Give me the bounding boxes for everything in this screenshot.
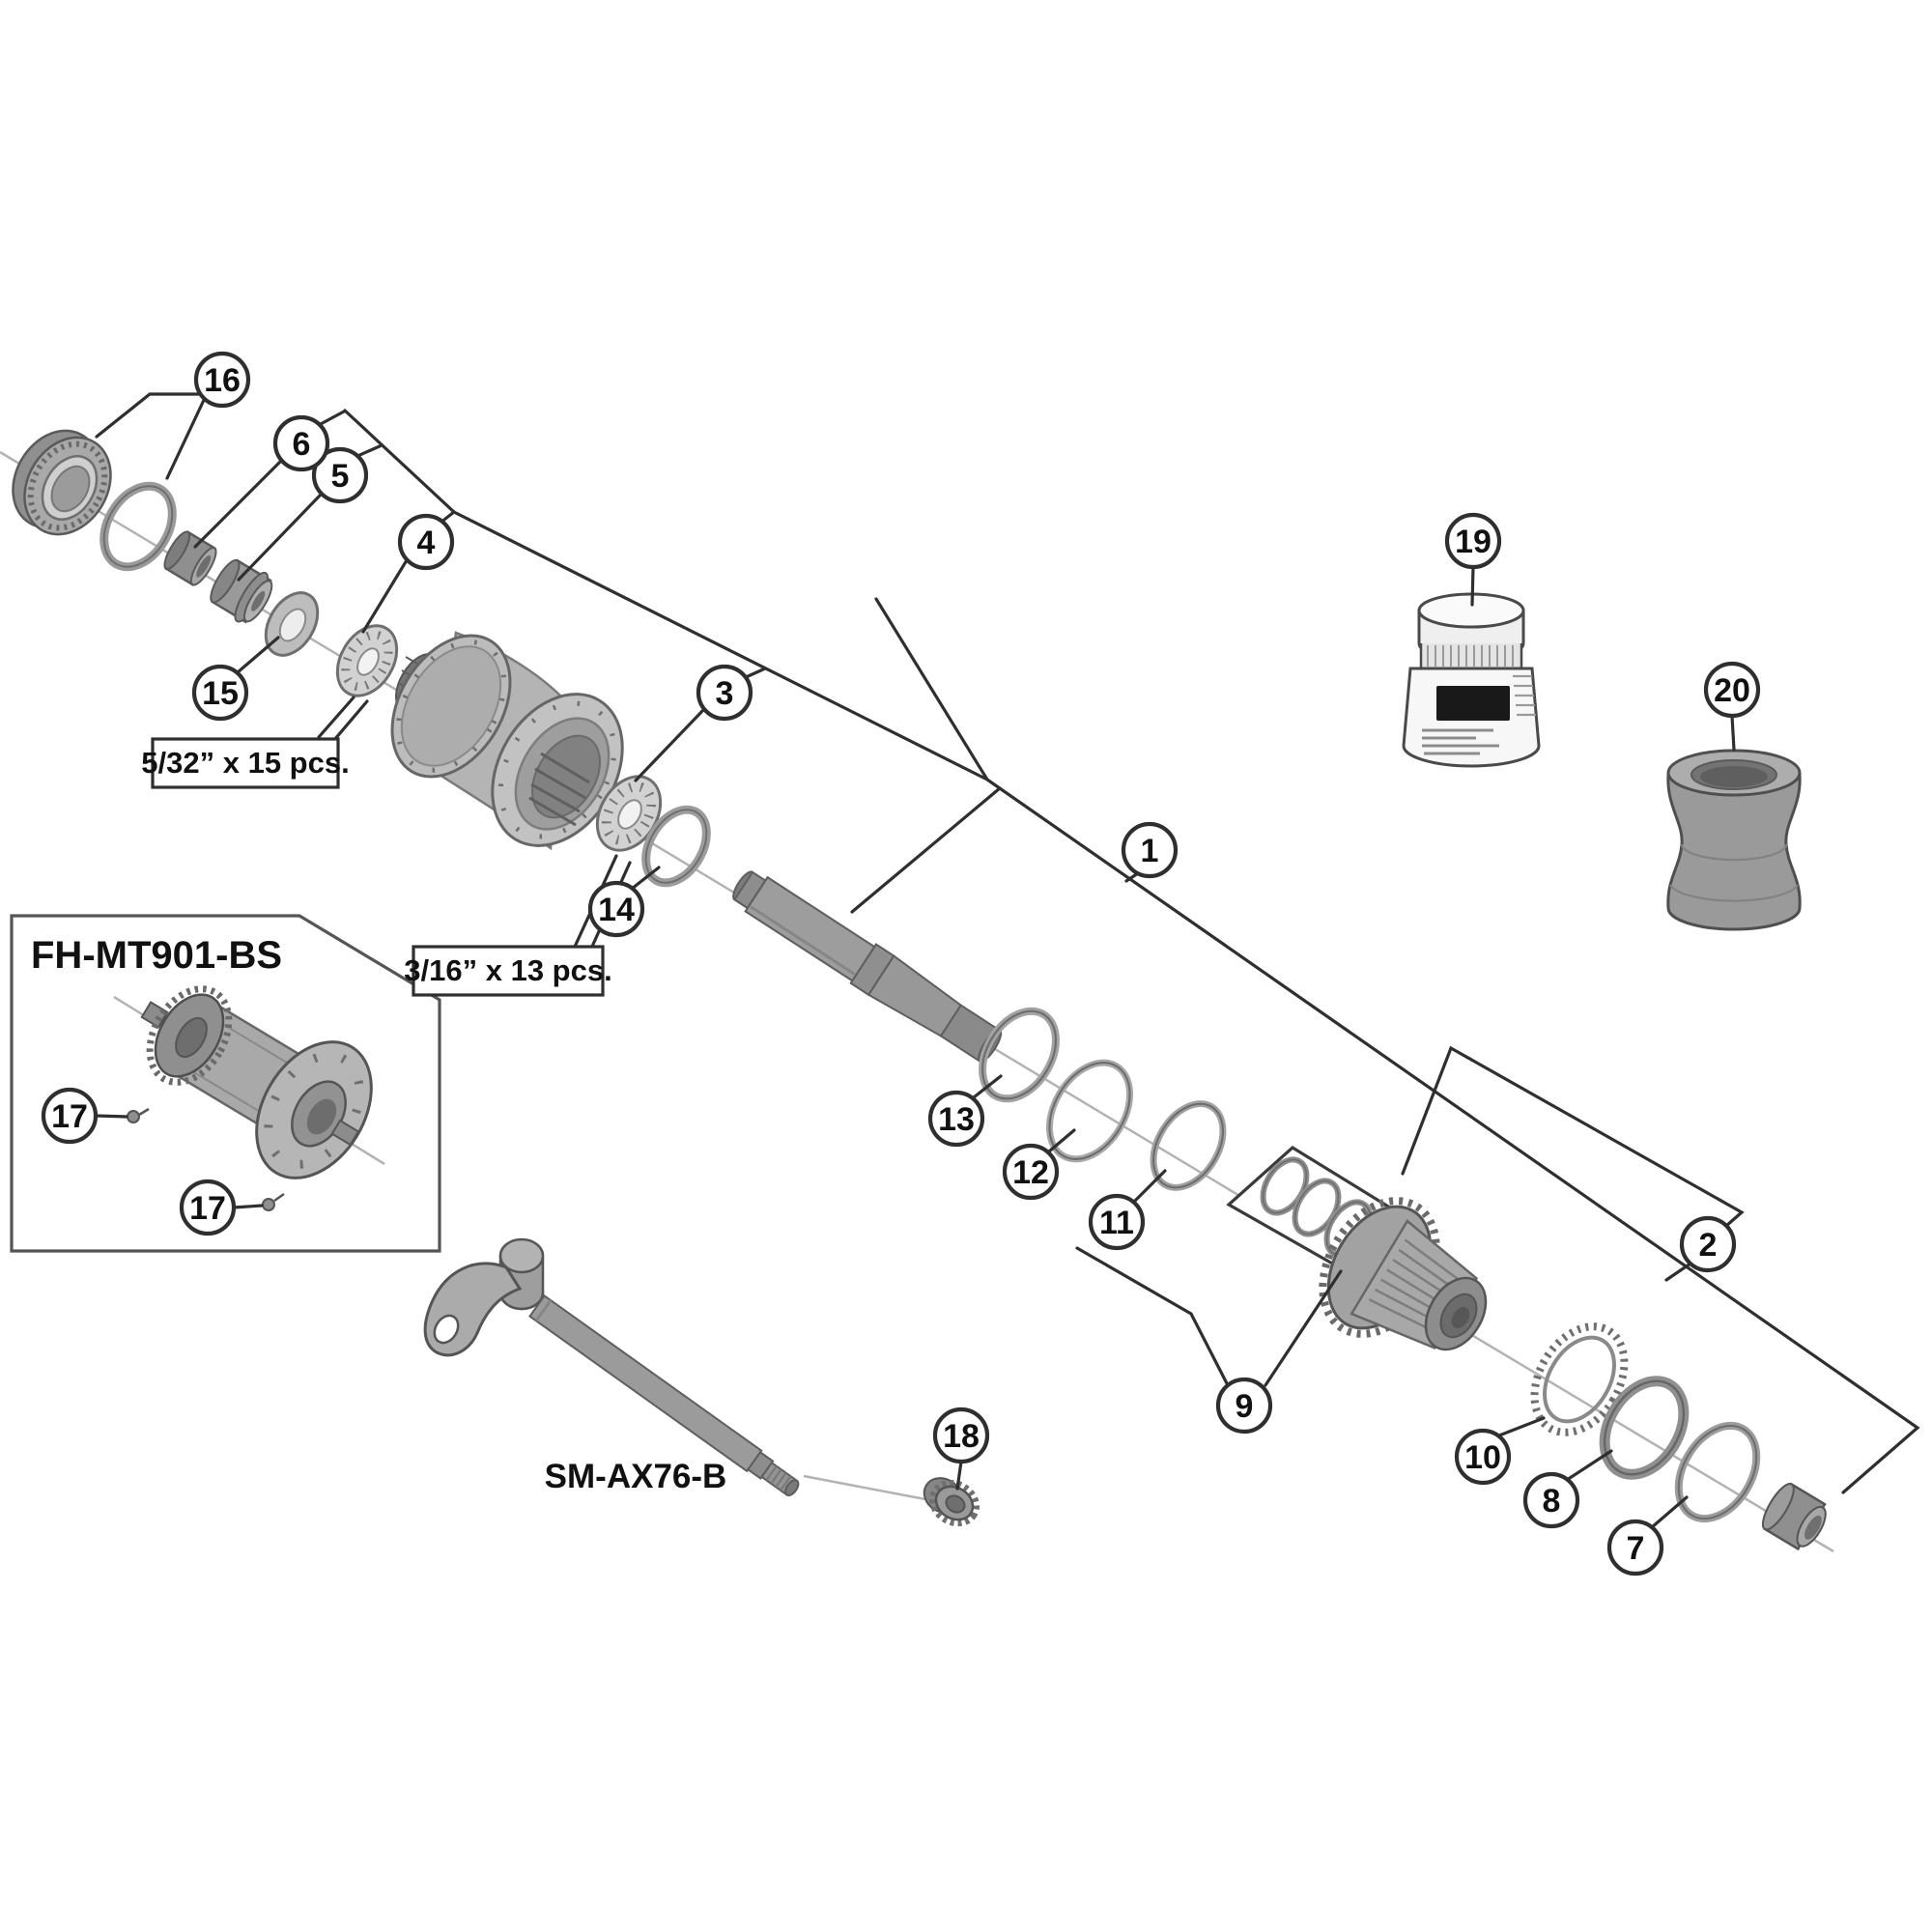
inset-box: FH-MT901-BS xyxy=(10,914,441,1253)
part-freehub-body xyxy=(1319,1197,1488,1351)
callout-6-circle xyxy=(272,414,330,472)
callout-10-number: 10 xyxy=(1464,1439,1501,1476)
callout-17-circle xyxy=(179,1179,237,1236)
callout-17: 17 xyxy=(179,1179,237,1236)
part-seal-ring-8 xyxy=(1599,1376,1690,1480)
part-ring-11 xyxy=(1150,1100,1227,1191)
callout-7-number: 7 xyxy=(1627,1530,1645,1567)
part-serrated-ring-10 xyxy=(1530,1322,1629,1436)
callout-16-circle xyxy=(193,351,251,409)
callout-3: 3 xyxy=(696,664,753,722)
callout-6: 6 xyxy=(272,414,330,472)
part-ring-13 xyxy=(979,1007,1060,1103)
callout-7: 7 xyxy=(1606,1519,1664,1577)
callout-14-circle xyxy=(587,880,645,938)
callout-19: 19 xyxy=(1444,512,1502,570)
callout-3-circle xyxy=(696,664,753,722)
label-box-spokes-left: 5/32” x 15 pcs. xyxy=(141,737,350,789)
callout-14-number: 14 xyxy=(598,892,635,928)
part-grease-jar xyxy=(1402,592,1541,768)
callout-17-number: 17 xyxy=(189,1190,226,1227)
callout-20-circle xyxy=(1703,661,1761,719)
callout-3-number: 3 xyxy=(716,675,734,712)
part-rubber-cover xyxy=(1666,749,1802,931)
callout-19-number: 19 xyxy=(1455,524,1492,560)
callout-5-number: 5 xyxy=(331,458,350,495)
part-axle-end-nut xyxy=(923,1477,980,1527)
callout-13-circle xyxy=(927,1090,985,1148)
inset-title: FH-MT901-BS xyxy=(31,934,282,977)
callout-19-circle xyxy=(1444,512,1502,570)
callout-17: 17 xyxy=(41,1087,99,1145)
inset-assembled-hub xyxy=(113,985,385,1179)
callout-2: 2 xyxy=(1679,1215,1737,1273)
part-ball-retainer-left xyxy=(335,624,399,697)
leader-lines xyxy=(94,392,1920,1529)
callout-5-circle xyxy=(311,446,369,504)
callout-18-number: 18 xyxy=(943,1418,980,1455)
callout-16: 16 xyxy=(193,351,251,409)
callout-9-circle xyxy=(1215,1377,1273,1435)
callout-8-circle xyxy=(1522,1471,1580,1529)
callout-6-number: 6 xyxy=(293,426,311,463)
part-washer-15 xyxy=(264,591,320,657)
part-hub-shell xyxy=(390,631,624,851)
part-end-cap xyxy=(1761,1482,1827,1551)
callout-18: 18 xyxy=(932,1406,990,1464)
part-ball-retainer-right xyxy=(595,775,663,852)
part-spacer-6 xyxy=(163,530,217,586)
callout-12-number: 12 xyxy=(1012,1154,1049,1191)
part-axle xyxy=(732,870,1003,1063)
callout-1-circle xyxy=(1121,821,1179,879)
callout-10-circle xyxy=(1454,1428,1512,1486)
callout-9-number: 9 xyxy=(1236,1388,1254,1425)
callout-10: 10 xyxy=(1454,1428,1512,1486)
callout-20: 20 xyxy=(1703,661,1761,719)
part-seal-ring-16 xyxy=(99,481,177,572)
callout-12-circle xyxy=(1002,1143,1060,1201)
part-cone-5 xyxy=(210,558,273,624)
part-ring-12 xyxy=(1045,1059,1134,1163)
callout-9: 9 xyxy=(1215,1377,1273,1435)
callout-18-circle xyxy=(932,1406,990,1464)
callout-8-number: 8 xyxy=(1543,1483,1561,1520)
callout-8: 8 xyxy=(1522,1471,1580,1529)
part-washer-14 xyxy=(641,805,711,888)
callout-4: 4 xyxy=(397,513,455,571)
callout-1: 1 xyxy=(1121,821,1179,879)
part-seal-ring-7 xyxy=(1674,1421,1761,1523)
jar-label xyxy=(1436,686,1510,721)
spokes-right-label: 3/16” x 13 pcs. xyxy=(404,953,611,987)
label-box-spokes-right: 3/16” x 13 pcs. xyxy=(404,945,612,997)
callout-15-circle xyxy=(191,664,249,722)
spokes-left-label: 5/32” x 15 pcs. xyxy=(141,746,349,780)
callout-7-circle xyxy=(1606,1519,1664,1577)
callout-11-number: 11 xyxy=(1099,1205,1134,1241)
callout-4-circle xyxy=(397,513,455,571)
callout-20-number: 20 xyxy=(1714,672,1750,709)
callout-15-number: 15 xyxy=(202,675,239,712)
callout-15: 15 xyxy=(191,664,249,722)
thru-axle-label: SM-AX76-B xyxy=(545,1458,727,1495)
callout-13-number: 13 xyxy=(938,1101,975,1138)
callout-11: 11 xyxy=(1088,1193,1146,1251)
callout-1-number: 1 xyxy=(1141,833,1159,869)
callout-5: 5 xyxy=(311,446,369,504)
callout-17-number: 17 xyxy=(51,1098,88,1135)
callout-17-circle xyxy=(41,1087,99,1145)
callout-12: 12 xyxy=(1002,1143,1060,1201)
part-lock-ring xyxy=(12,429,112,536)
callout-16-number: 16 xyxy=(204,362,241,399)
callout-14: 14 xyxy=(587,880,645,938)
callout-11-circle xyxy=(1088,1193,1146,1251)
callout-2-number: 2 xyxy=(1699,1227,1718,1264)
part-thru-axle xyxy=(423,1237,926,1501)
callout-13: 13 xyxy=(927,1090,985,1148)
callout-2-circle xyxy=(1679,1215,1737,1273)
callout-4-number: 4 xyxy=(417,525,436,561)
